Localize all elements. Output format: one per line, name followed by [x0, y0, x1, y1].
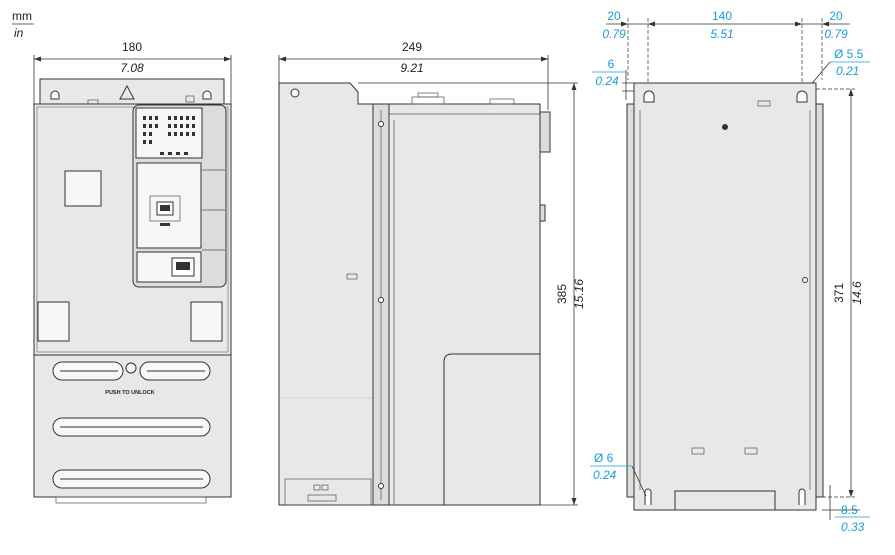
- hole-spacing-mm: 140: [712, 9, 732, 23]
- side-view: 249 9.21 385 15.16: [278, 40, 586, 506]
- bottom-offset-dimension: 8.5 0.33: [822, 485, 870, 534]
- front-top-tab: [39, 78, 225, 107]
- front-width-dimension: 180 7.08: [33, 40, 232, 104]
- top-hole-dia-mm: Ø 5.5: [834, 47, 864, 61]
- units-primary: mm: [12, 9, 32, 23]
- rear-top-hole-right: [796, 90, 808, 103]
- side-depth-dimension: 249 9.21: [278, 40, 549, 110]
- mounting-view: 20 0.79 140 5.51 20 0.79 6 0.24 Ø 5.5 0.…: [590, 9, 870, 534]
- hole-height-dimension: 371 14.6: [816, 88, 864, 498]
- control-module: [132, 104, 227, 288]
- bottom-hole-dia-mm: Ø 6: [594, 451, 614, 465]
- front-keyhole-left: [50, 90, 60, 100]
- hole-spacing-in: 5.51: [710, 27, 733, 41]
- side-left-body: [278, 82, 374, 506]
- units-legend: mm in: [12, 9, 34, 40]
- front-blank-window: [64, 170, 102, 207]
- right-offset-mm: 20: [829, 9, 843, 23]
- bottom-offset-mm: 8.5: [841, 503, 858, 517]
- bottom-hole-dia-dimension: Ø 6 0.24: [590, 451, 647, 497]
- front-width-mm: 180: [122, 40, 142, 54]
- front-keyhole-right: [202, 90, 212, 100]
- hole-height-in: 14.6: [850, 281, 864, 305]
- top-offset-in: 0.24: [595, 74, 619, 88]
- rj45-port-icon-lower: [176, 262, 190, 270]
- top-offset-dimension: 6 0.24: [592, 57, 640, 100]
- warning-triangle-icon: [119, 84, 135, 100]
- mounting-top-dimensions: 20 0.79 140 5.51 20 0.79: [602, 9, 850, 90]
- right-offset-in: 0.79: [824, 27, 848, 41]
- front-vent-slots: [52, 361, 211, 489]
- units-secondary: in: [14, 26, 24, 40]
- bottom-hole-dia-in: 0.24: [593, 468, 617, 482]
- top-hole-dia-dimension: Ø 5.5 0.21: [807, 47, 870, 89]
- side-height-mm: 385: [555, 284, 569, 304]
- left-offset-in: 0.79: [602, 27, 626, 41]
- side-depth-mm: 249: [402, 40, 422, 54]
- rear-top-hole-left: [643, 90, 655, 103]
- side-right-body: [388, 103, 541, 506]
- side-height-in: 15.16: [572, 279, 586, 309]
- top-offset-mm: 6: [608, 57, 615, 71]
- bottom-offset-in: 0.33: [841, 520, 865, 534]
- hole-height-mm: 371: [832, 283, 846, 303]
- side-depth-in: 9.21: [400, 61, 423, 75]
- rear-plate: [633, 82, 817, 511]
- rj45-port-icon: [160, 205, 170, 211]
- push-to-unlock-label: PUSH TO UNLOCK: [105, 390, 154, 396]
- top-hole-dia-in: 0.21: [836, 64, 859, 78]
- left-offset-mm: 20: [607, 9, 621, 23]
- front-width-in: 7.08: [120, 61, 144, 75]
- front-view: 180 7.08: [33, 40, 232, 504]
